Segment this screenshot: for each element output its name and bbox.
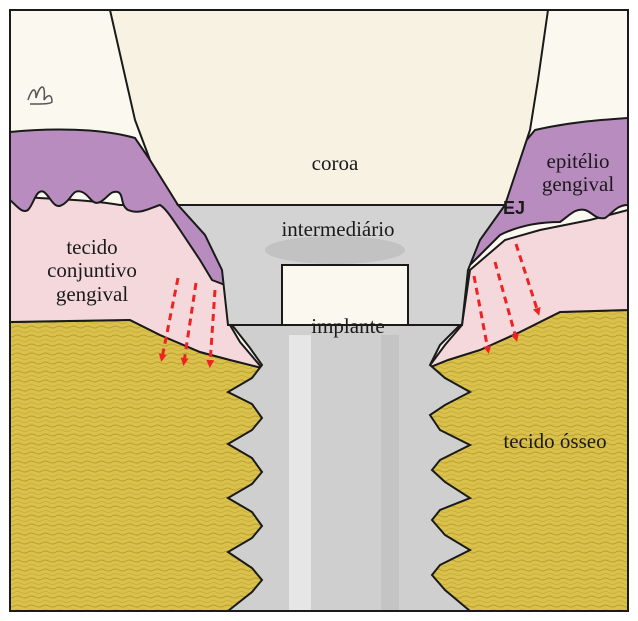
label-ej: EJ [503,198,525,218]
label-implant: implante [311,314,384,338]
crown [110,10,548,205]
label-connective-line1: tecido [66,235,117,259]
label-connective-line3: gengival [56,282,128,306]
label-connective-line2: conjuntivo [47,258,137,282]
label-abutment: intermediário [281,217,394,241]
label-crown: coroa [312,151,359,175]
label-bone: tecido ósseo [503,429,606,453]
label-epithelium-line2: gengival [542,172,614,196]
implant-body [228,325,470,611]
label-epithelium-line1: epitélio [547,149,610,173]
bone-tissue-left [10,320,262,611]
